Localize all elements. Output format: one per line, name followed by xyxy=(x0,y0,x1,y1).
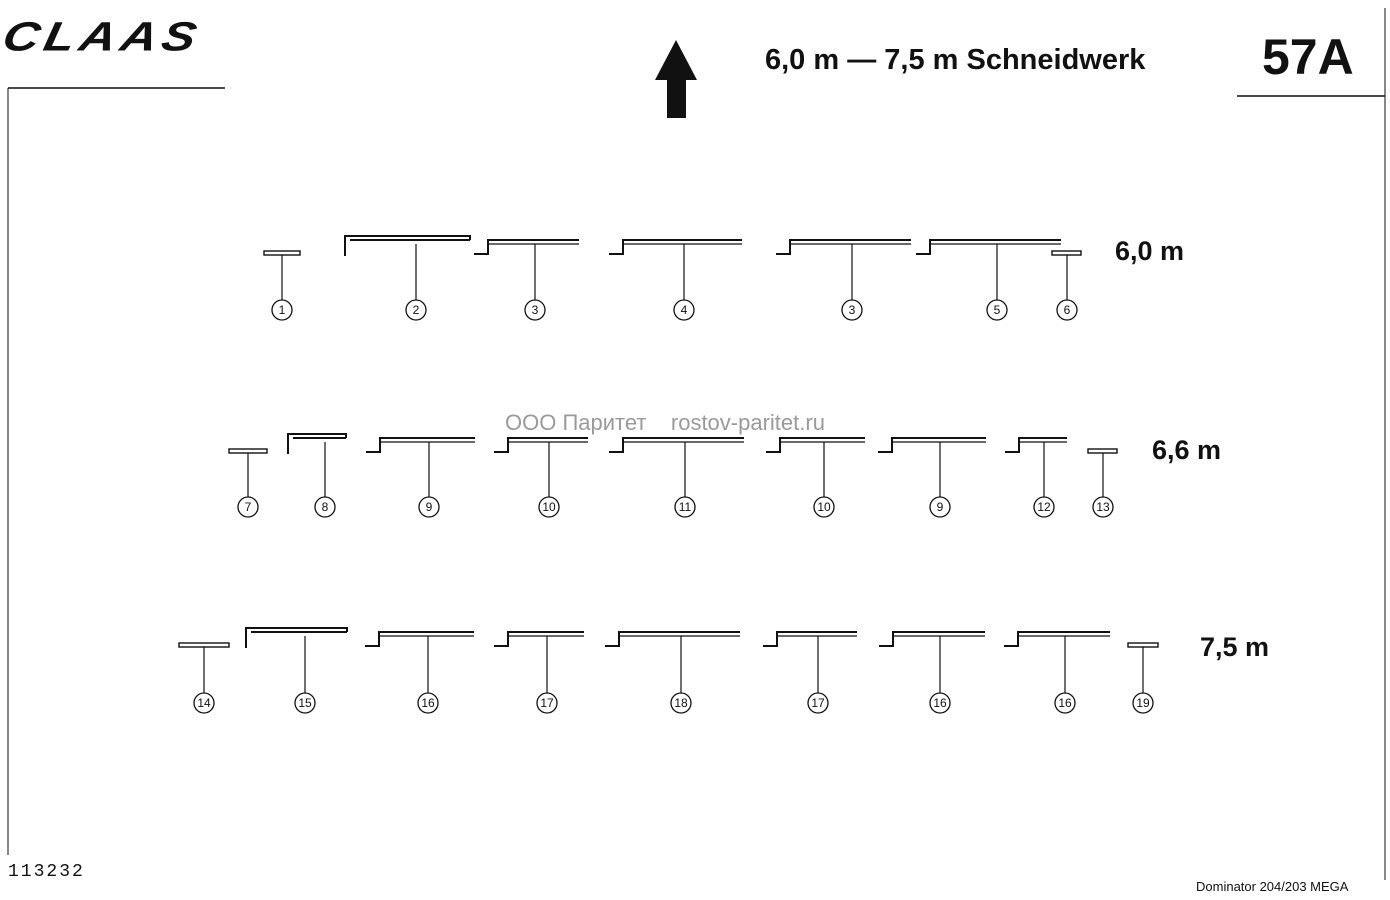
part-ref-label: 9 xyxy=(937,500,944,514)
part-1: 1 xyxy=(263,250,301,321)
part-ref-label: 18 xyxy=(674,696,688,710)
part-ref-label: 3 xyxy=(532,303,539,317)
part-17: 17 xyxy=(494,631,584,714)
part-6: 6 xyxy=(1051,250,1082,321)
row-label-6-6: 6,6 m xyxy=(1152,435,1222,465)
part-ref-label: 13 xyxy=(1096,500,1110,514)
part-18: 18 xyxy=(605,631,740,714)
part-ref-label: 1 xyxy=(279,303,286,317)
part-3: 3 xyxy=(776,239,911,321)
part-12: 12 xyxy=(1005,437,1067,518)
part-ref-label: 4 xyxy=(681,303,688,317)
part-ref-label: 12 xyxy=(1037,500,1051,514)
part-11: 11 xyxy=(609,437,744,518)
part-ref-label: 10 xyxy=(542,500,556,514)
row-label-7-5: 7,5 m xyxy=(1200,632,1270,662)
part-ref-label: 3 xyxy=(849,303,856,317)
part-ref-label: 16 xyxy=(421,696,435,710)
page-code: 57A xyxy=(1262,29,1354,85)
part-9: 9 xyxy=(366,437,475,518)
part-ref-label: 2 xyxy=(413,303,420,317)
part-ref-label: 16 xyxy=(1058,696,1072,710)
part-2: 2 xyxy=(344,235,471,321)
part-ref-label: 14 xyxy=(197,696,211,710)
part-3: 3 xyxy=(474,239,579,321)
part-17: 17 xyxy=(763,631,857,714)
part-ref-label: 5 xyxy=(994,303,1001,317)
part-10: 10 xyxy=(766,437,865,518)
row-label-6-0: 6,0 m xyxy=(1115,236,1185,266)
part-ref-label: 16 xyxy=(933,696,947,710)
part-ref-label: 19 xyxy=(1136,696,1150,710)
part-ref-label: 7 xyxy=(245,500,252,514)
part-13: 13 xyxy=(1087,448,1118,518)
part-16: 16 xyxy=(1004,631,1110,714)
part-16: 16 xyxy=(365,631,474,714)
watermark: ООО Паритет rostov-paritet.ru xyxy=(505,410,825,435)
part-9: 9 xyxy=(878,437,986,518)
part-ref-label: 6 xyxy=(1064,303,1071,317)
part-ref-label: 8 xyxy=(322,500,329,514)
part-19: 19 xyxy=(1127,642,1159,714)
model-name: Dominator 204/203 MEGA xyxy=(1196,879,1349,894)
part-10: 10 xyxy=(494,437,588,518)
part-7: 7 xyxy=(228,448,268,518)
part-14: 14 xyxy=(178,642,230,714)
part-ref-label: 17 xyxy=(811,696,825,710)
part-15: 15 xyxy=(245,627,348,714)
part-16: 16 xyxy=(879,631,985,714)
part-4: 4 xyxy=(609,239,742,321)
part-ref-label: 11 xyxy=(679,500,692,514)
drawing-number: 113232 xyxy=(8,862,85,882)
part-ref-label: 17 xyxy=(540,696,554,710)
page-title: 6,0 m — 7,5 m Schneidwerk xyxy=(765,44,1146,76)
part-5: 5 xyxy=(916,239,1061,321)
part-ref-label: 10 xyxy=(817,500,831,514)
part-ref-label: 15 xyxy=(298,696,312,710)
part-ref-label: 9 xyxy=(426,500,433,514)
part-8: 8 xyxy=(287,433,347,518)
up-arrow-icon xyxy=(655,40,697,118)
